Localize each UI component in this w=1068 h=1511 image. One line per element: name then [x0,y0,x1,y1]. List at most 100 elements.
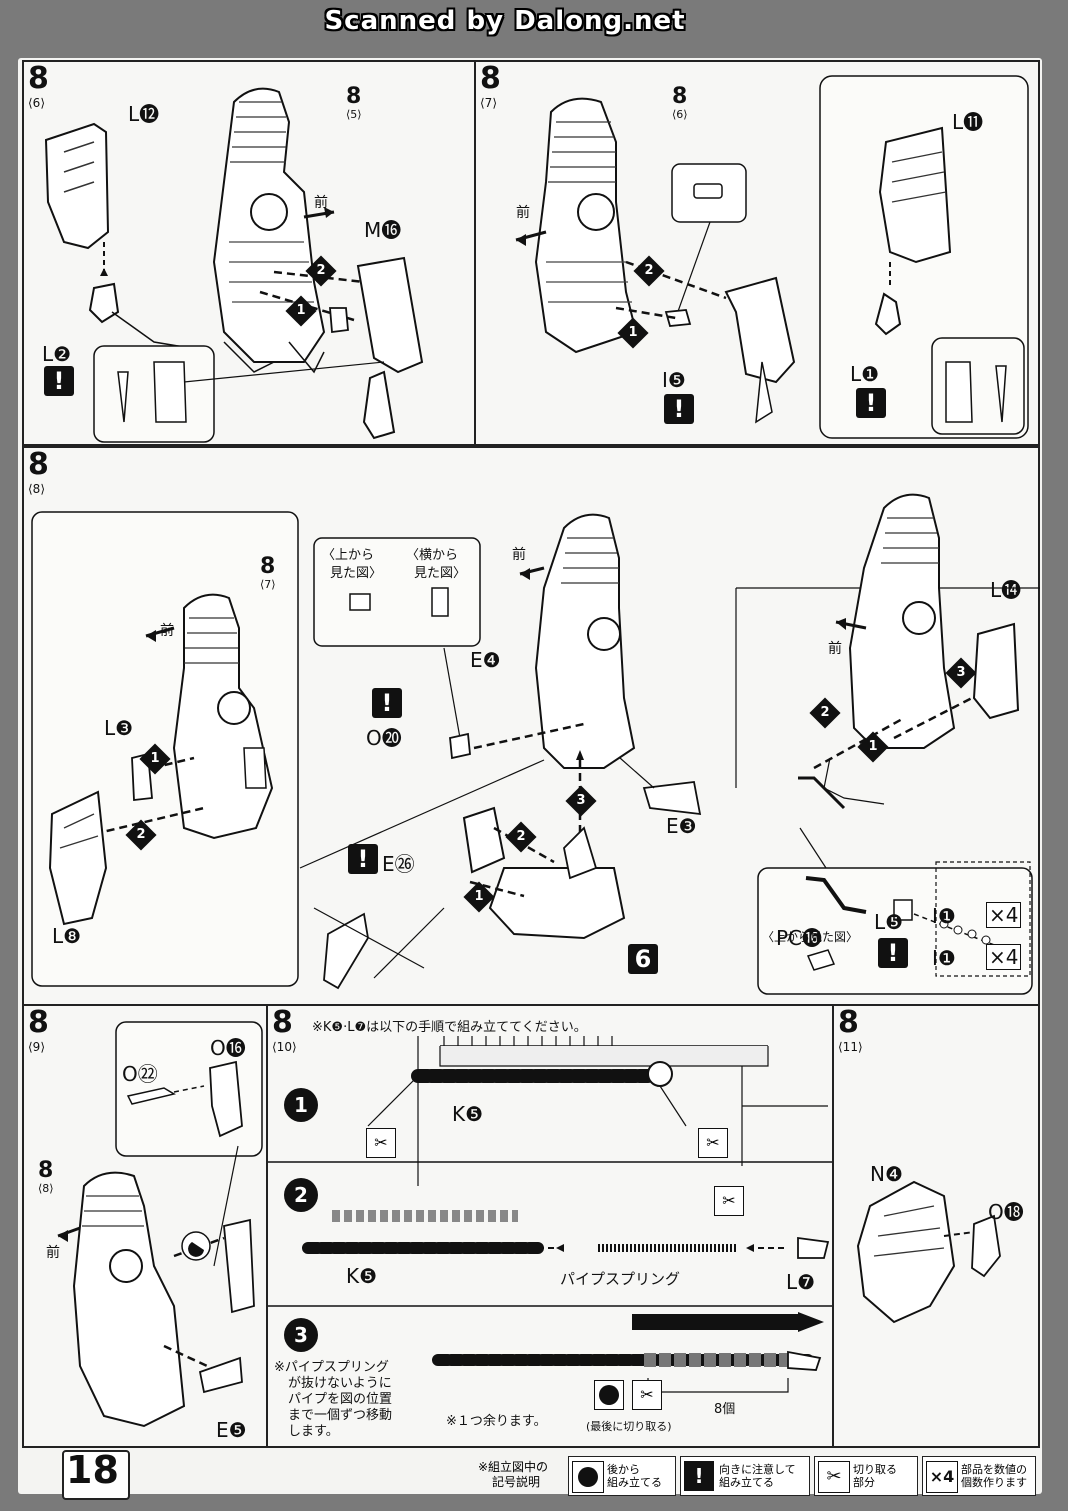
substep-label: ⟨7⟩ [480,96,497,110]
part-label-o20: O⓴ [366,726,402,750]
page-number-box [62,1450,130,1500]
ref-substep: ⟨5⟩ [346,108,362,121]
quantity-badge-x4-top: ×4 [986,902,1022,928]
page-number: 18 [66,1448,119,1492]
step-number: 8 [28,1005,49,1040]
ref-substep: ⟨6⟩ [672,108,688,121]
order-marker-1: 1 [139,743,171,775]
symbol-legend: ※組立図中の 記号説明 後から組み立てる ! 向きに注意して組み立てる ✂ 切り… [478,1456,1038,1496]
top-view-label-b: 見た図〉 [330,566,383,581]
part-label-o18: O⓲ [988,1200,1024,1224]
panel-step-8-6: 8 ⟨6⟩ L⓬ M⓰ L [22,60,476,446]
ref-step-number: 8 [38,1158,54,1183]
legend-item-quantity: ×4 部品を数値の個数作ります [922,1456,1036,1496]
part-label-k5-step1: K❺ [452,1102,484,1126]
legend-item-back-assembly: 後から組み立てる [568,1456,676,1496]
scanner-credit: Scanned by Dalong.net [324,6,686,36]
part-label-l8: L❽ [52,924,82,948]
panel-step-8-9: 8 ⟨9⟩ O㉒ O⓰ 8 ⟨8⟩ 前 E❺ [22,1004,268,1448]
legend-text: 個数作ります [961,1476,1027,1489]
side-view-label-a: 〈横から [406,548,459,563]
order-marker-2: 2 [505,821,537,853]
part-label-l7: L❼ [786,1270,816,1294]
step-number: 8 [28,61,49,96]
order-marker-1: 1 [617,317,649,349]
caution-icon: ! [856,388,886,418]
legend-text: 切り取る [853,1463,897,1476]
caution-icon: ! [684,1461,714,1491]
note-line-3: パイプを図の位置 [288,1392,393,1407]
part-label-o16: O⓰ [210,1036,246,1060]
order-marker-1: 1 [463,881,495,913]
front-label: 前 [828,641,842,657]
part-label-i1-top: I❶ [932,904,956,928]
panel-step-8-8: 8 ⟨8⟩ [22,446,1040,1006]
ref-step-number: 8 [672,84,688,109]
part-label-n4: N❹ [870,1162,903,1186]
legend-text: 部品を数値の [961,1463,1027,1476]
legend-text: 部分 [853,1476,875,1489]
part-label-o22: O㉒ [122,1062,158,1086]
ref-substep: ⟨8⟩ [38,1182,54,1195]
substep-label: ⟨11⟩ [838,1040,863,1054]
note-line-2: が抜けないように [288,1376,392,1391]
panel-step-8-11: 8 ⟨11⟩ N❹ O⓲ [832,1004,1040,1448]
instruction-text: ※K❺·L❼は以下の手順で組み立ててください。 [312,1020,587,1035]
order-marker-2: 2 [809,697,841,729]
part-label-l2: L❷ [42,342,72,366]
order-marker-2: 2 [633,255,665,287]
legend-item-cut: ✂ 切り取る部分 [814,1456,918,1496]
note-line-5: します。 [288,1424,339,1439]
legend-text: 組み立てる [607,1476,662,1489]
part-label-m16: M⓰ [364,218,402,242]
cut-icon: ✂ [698,1128,728,1158]
ref-step-number: 8 [346,84,362,109]
panel-step-8-10: 8 ⟨10⟩ ※K❺·L❼は以下の手順で組み立ててください。 [266,1004,834,1448]
back-assembly-icon [594,1380,624,1410]
order-marker-1: 1 [857,731,889,763]
note-line-4: まで一個ずつ移動 [288,1408,393,1423]
part-label-l12: L⓬ [128,102,160,126]
legend-heading: ※組立図中の 記号説明 [478,1456,564,1496]
cut-icon: ✂ [714,1186,744,1216]
caution-icon: ! [878,938,908,968]
front-label: 前 [512,547,526,563]
legend-heading-line-2: 記号説明 [492,1475,541,1489]
part-label-l5: L❺ [874,910,904,934]
caution-icon: ! [348,844,378,874]
front-label: 前 [46,1245,60,1261]
legend-item-caution: ! 向きに注意して組み立てる [680,1456,810,1496]
order-marker-3: 3 [945,657,977,689]
part-label-i1-bottom: I❶ [932,946,956,970]
order-marker-2: 2 [125,819,157,851]
front-label: 前 [314,195,328,211]
order-marker-3: 3 [565,785,597,817]
legend-text: 向きに注意して [719,1463,796,1476]
cut-icon: ✂ [632,1380,662,1410]
part-label-e26: E㉖ [382,852,415,876]
substep-label: ⟨8⟩ [28,482,45,496]
back-assembly-icon [572,1461,604,1493]
part-number-6: 6 [628,944,658,974]
top-view-label: 〈上から見た図〉 [762,930,859,944]
part-label-i5: I❺ [662,368,686,392]
side-view-label-b: 見た図〉 [414,566,467,581]
caution-icon: ! [44,366,74,396]
step-number: 8 [480,61,501,96]
piece-count-label: 8個 [714,1402,736,1417]
part-label-l11: L⓫ [952,110,984,134]
substep-label: ⟨10⟩ [272,1040,297,1054]
left-leg-assembly-drawing [515,75,1029,439]
order-marker-1: 1 [285,295,317,327]
quantity-icon: ×4 [926,1461,958,1493]
legend-heading-line-1: ※組立図中の [478,1460,549,1474]
part-label-e3: E❸ [666,814,697,838]
note-line-1: ※パイプスプリング [274,1360,389,1375]
ref-substep: ⟨7⟩ [260,578,276,591]
step-number: 8 [272,1005,293,1040]
part-label-l1: L❶ [850,362,880,386]
sub-step-2-badge: 2 [284,1178,318,1212]
left-leg-armor-drawing [44,87,424,443]
part-label-l3: L❸ [104,716,134,740]
manual-page: 8 ⟨6⟩ L⓬ M⓰ L [18,58,1042,1494]
